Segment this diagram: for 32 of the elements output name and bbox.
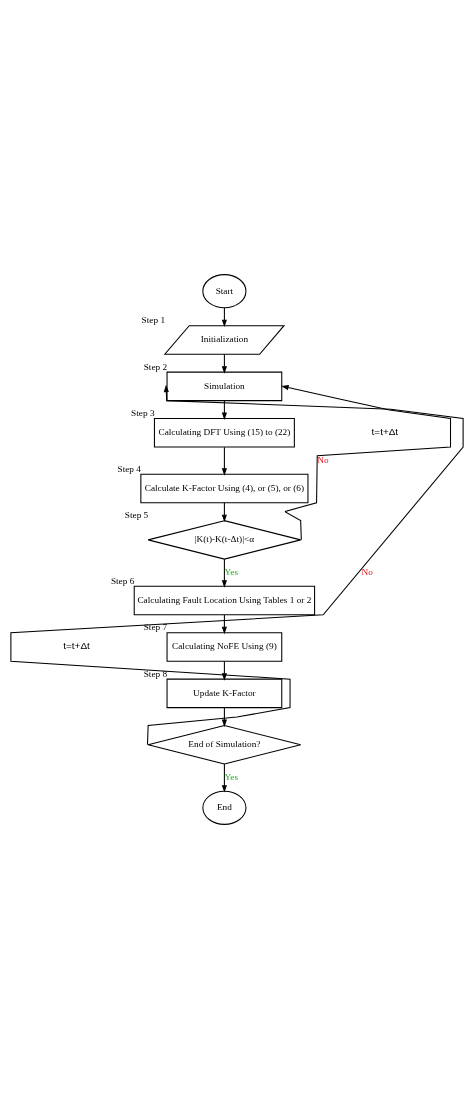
edge-label: No (361, 567, 373, 578)
arrow (281, 385, 452, 541)
label: t=t+Δt (63, 640, 90, 652)
node-label: Step 8 (143, 668, 168, 679)
edge-label: No (317, 455, 329, 466)
arrow (221, 446, 227, 476)
node-label: Step 2 (143, 361, 168, 372)
node-diamond: |K(t)-K(t-Δt)|<α (147, 520, 302, 560)
node-label: Step 5 (124, 510, 149, 521)
node-label: Step 6 (110, 575, 135, 586)
node-box: Update K-Factor (166, 678, 283, 709)
node-box: Calculating Fault Location Using Tables 1 or 2 (133, 585, 316, 616)
node-box: Calculating NoFE Using (9) (166, 632, 283, 662)
node-label: Step 7 (143, 622, 168, 633)
node-diamond: End of Simulation? (147, 725, 302, 765)
arrow (221, 353, 227, 374)
node-box: Simulation (166, 371, 283, 402)
arrow (221, 307, 227, 328)
node-box: Calculate K-Factor Using (4), or (5), or (6) (140, 473, 309, 504)
edge-label: Yes (224, 567, 239, 578)
node-label: Step 4 (117, 463, 141, 474)
edge-label: Yes (224, 772, 239, 783)
node-label: Step 1 (141, 315, 166, 326)
arrow (221, 763, 227, 793)
node-label: Step 3 (131, 408, 155, 419)
node-ellipse: Start (202, 274, 247, 309)
arrow (221, 502, 227, 523)
label: t=t+Δt (371, 426, 399, 438)
arrow (221, 558, 227, 588)
node-box: Calculating DFT Using (15) to (22) (153, 418, 295, 448)
node-ellipse: End (202, 790, 247, 825)
arrow (10, 384, 464, 746)
